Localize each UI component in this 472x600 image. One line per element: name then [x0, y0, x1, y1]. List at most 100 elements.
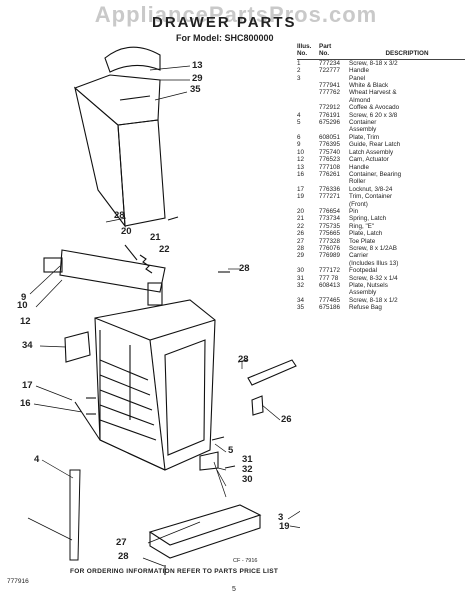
callout-34: 34 — [22, 340, 33, 351]
cell-description: Locknut, 3/8-24 — [349, 185, 393, 193]
cell-part: 608051 — [319, 133, 341, 141]
cell-part: 777328 — [319, 237, 341, 245]
cell-part: 675296 — [319, 119, 341, 127]
cell-description: White & Black — [349, 82, 389, 90]
cell-illus: 32 — [297, 282, 305, 289]
cell-description: Container, Bearing — [349, 170, 402, 178]
cell-part: 772912 — [319, 104, 341, 112]
callout-5: 5 — [228, 445, 234, 456]
cell-part: 776191 — [319, 111, 341, 119]
latch-spring — [139, 254, 153, 274]
table-row: 772912 Coffee & Avocado — [297, 104, 465, 111]
cell-description: Guide, Rear Latch — [349, 141, 401, 149]
cell-description: Screw, 8-18 x 3/2 — [349, 59, 398, 67]
table-row: Almond — [297, 97, 465, 104]
cell-description: Latch Assembly — [349, 148, 394, 156]
cell-part: 775665 — [319, 230, 341, 238]
col-header-illus: Illus. No. — [297, 43, 319, 60]
table-row: 1 777234 Screw, 8-18 x 3/2 — [297, 59, 465, 67]
cell-illus: 4 — [297, 111, 301, 119]
cell-part: 722777 — [319, 67, 341, 75]
cam-actuator-part — [64, 331, 91, 363]
cell-description: Coffee & Avocado — [349, 104, 400, 112]
table-row: (Front) — [297, 201, 465, 208]
callout-19: 19 — [279, 521, 290, 532]
cell-illus: 5 — [297, 119, 301, 127]
col-header-description: DESCRIPTION — [349, 43, 465, 60]
cell-part — [319, 126, 349, 133]
cell-part: 776261 — [319, 170, 341, 178]
latch-plate-part — [251, 395, 264, 416]
cell-part: 777108 — [319, 163, 341, 171]
cell-part: 777 78 — [319, 274, 339, 282]
cell-part: 776076 — [319, 244, 341, 252]
cell-description: Screw, 8-32 x 1/4 — [349, 274, 398, 282]
screw — [237, 359, 249, 363]
cell-part: 608413 — [319, 282, 341, 289]
refuse-bag-body — [117, 119, 166, 227]
cell-description: Screw, 8 x 1/2AB — [349, 244, 397, 252]
screw — [167, 216, 179, 221]
cell-part: 776395 — [319, 141, 341, 149]
table-row: (Includes Illus 13) — [297, 260, 465, 267]
cell-part — [319, 201, 349, 208]
cell-part: 776523 — [319, 156, 341, 164]
callout-17: 17 — [22, 380, 33, 391]
table-row: Roller — [297, 178, 465, 185]
callout-26: 26 — [281, 414, 292, 425]
cell-illus — [297, 126, 319, 133]
cell-part: 675186 — [319, 304, 341, 312]
callout-28: 28 — [239, 263, 250, 274]
cell-illus: 21 — [297, 215, 305, 223]
cell-illus — [297, 289, 319, 296]
cell-illus: 22 — [297, 222, 305, 230]
callout-4: 4 — [34, 454, 40, 465]
cell-part — [319, 289, 349, 296]
cell-part: 777762 — [319, 89, 341, 97]
cell-description: Plate, Latch — [349, 230, 383, 238]
col-header-part: Part No. — [319, 43, 349, 60]
cell-illus: 1 — [297, 59, 301, 67]
cell-illus: 17 — [297, 185, 305, 193]
cell-description: Handle — [349, 163, 369, 171]
callout-22: 22 — [159, 244, 170, 255]
cell-illus: 30 — [297, 267, 305, 275]
cell-illus: 12 — [297, 156, 305, 164]
screw — [211, 436, 225, 441]
cell-part: 775735 — [319, 222, 341, 230]
cell-part: 775740 — [319, 148, 341, 156]
cell-illus: 6 — [297, 133, 301, 141]
document-code: 777916 — [7, 578, 29, 585]
cell-illus: 34 — [297, 296, 305, 304]
handle-part — [69, 469, 81, 561]
cell-illus — [297, 82, 319, 89]
cell-illus: 31 — [297, 274, 305, 282]
cell-illus: 19 — [297, 193, 305, 201]
cell-illus: 27 — [297, 237, 305, 245]
cell-part: 777234 — [319, 59, 341, 67]
cell-illus: 35 — [297, 304, 305, 312]
cell-description: Panel — [349, 74, 366, 82]
callout-28: 28 — [238, 354, 249, 365]
exploded-diagram — [27, 46, 300, 575]
cell-part: 776336 — [319, 185, 341, 193]
footpedal-part — [199, 451, 219, 471]
cell-illus: 16 — [297, 170, 305, 178]
